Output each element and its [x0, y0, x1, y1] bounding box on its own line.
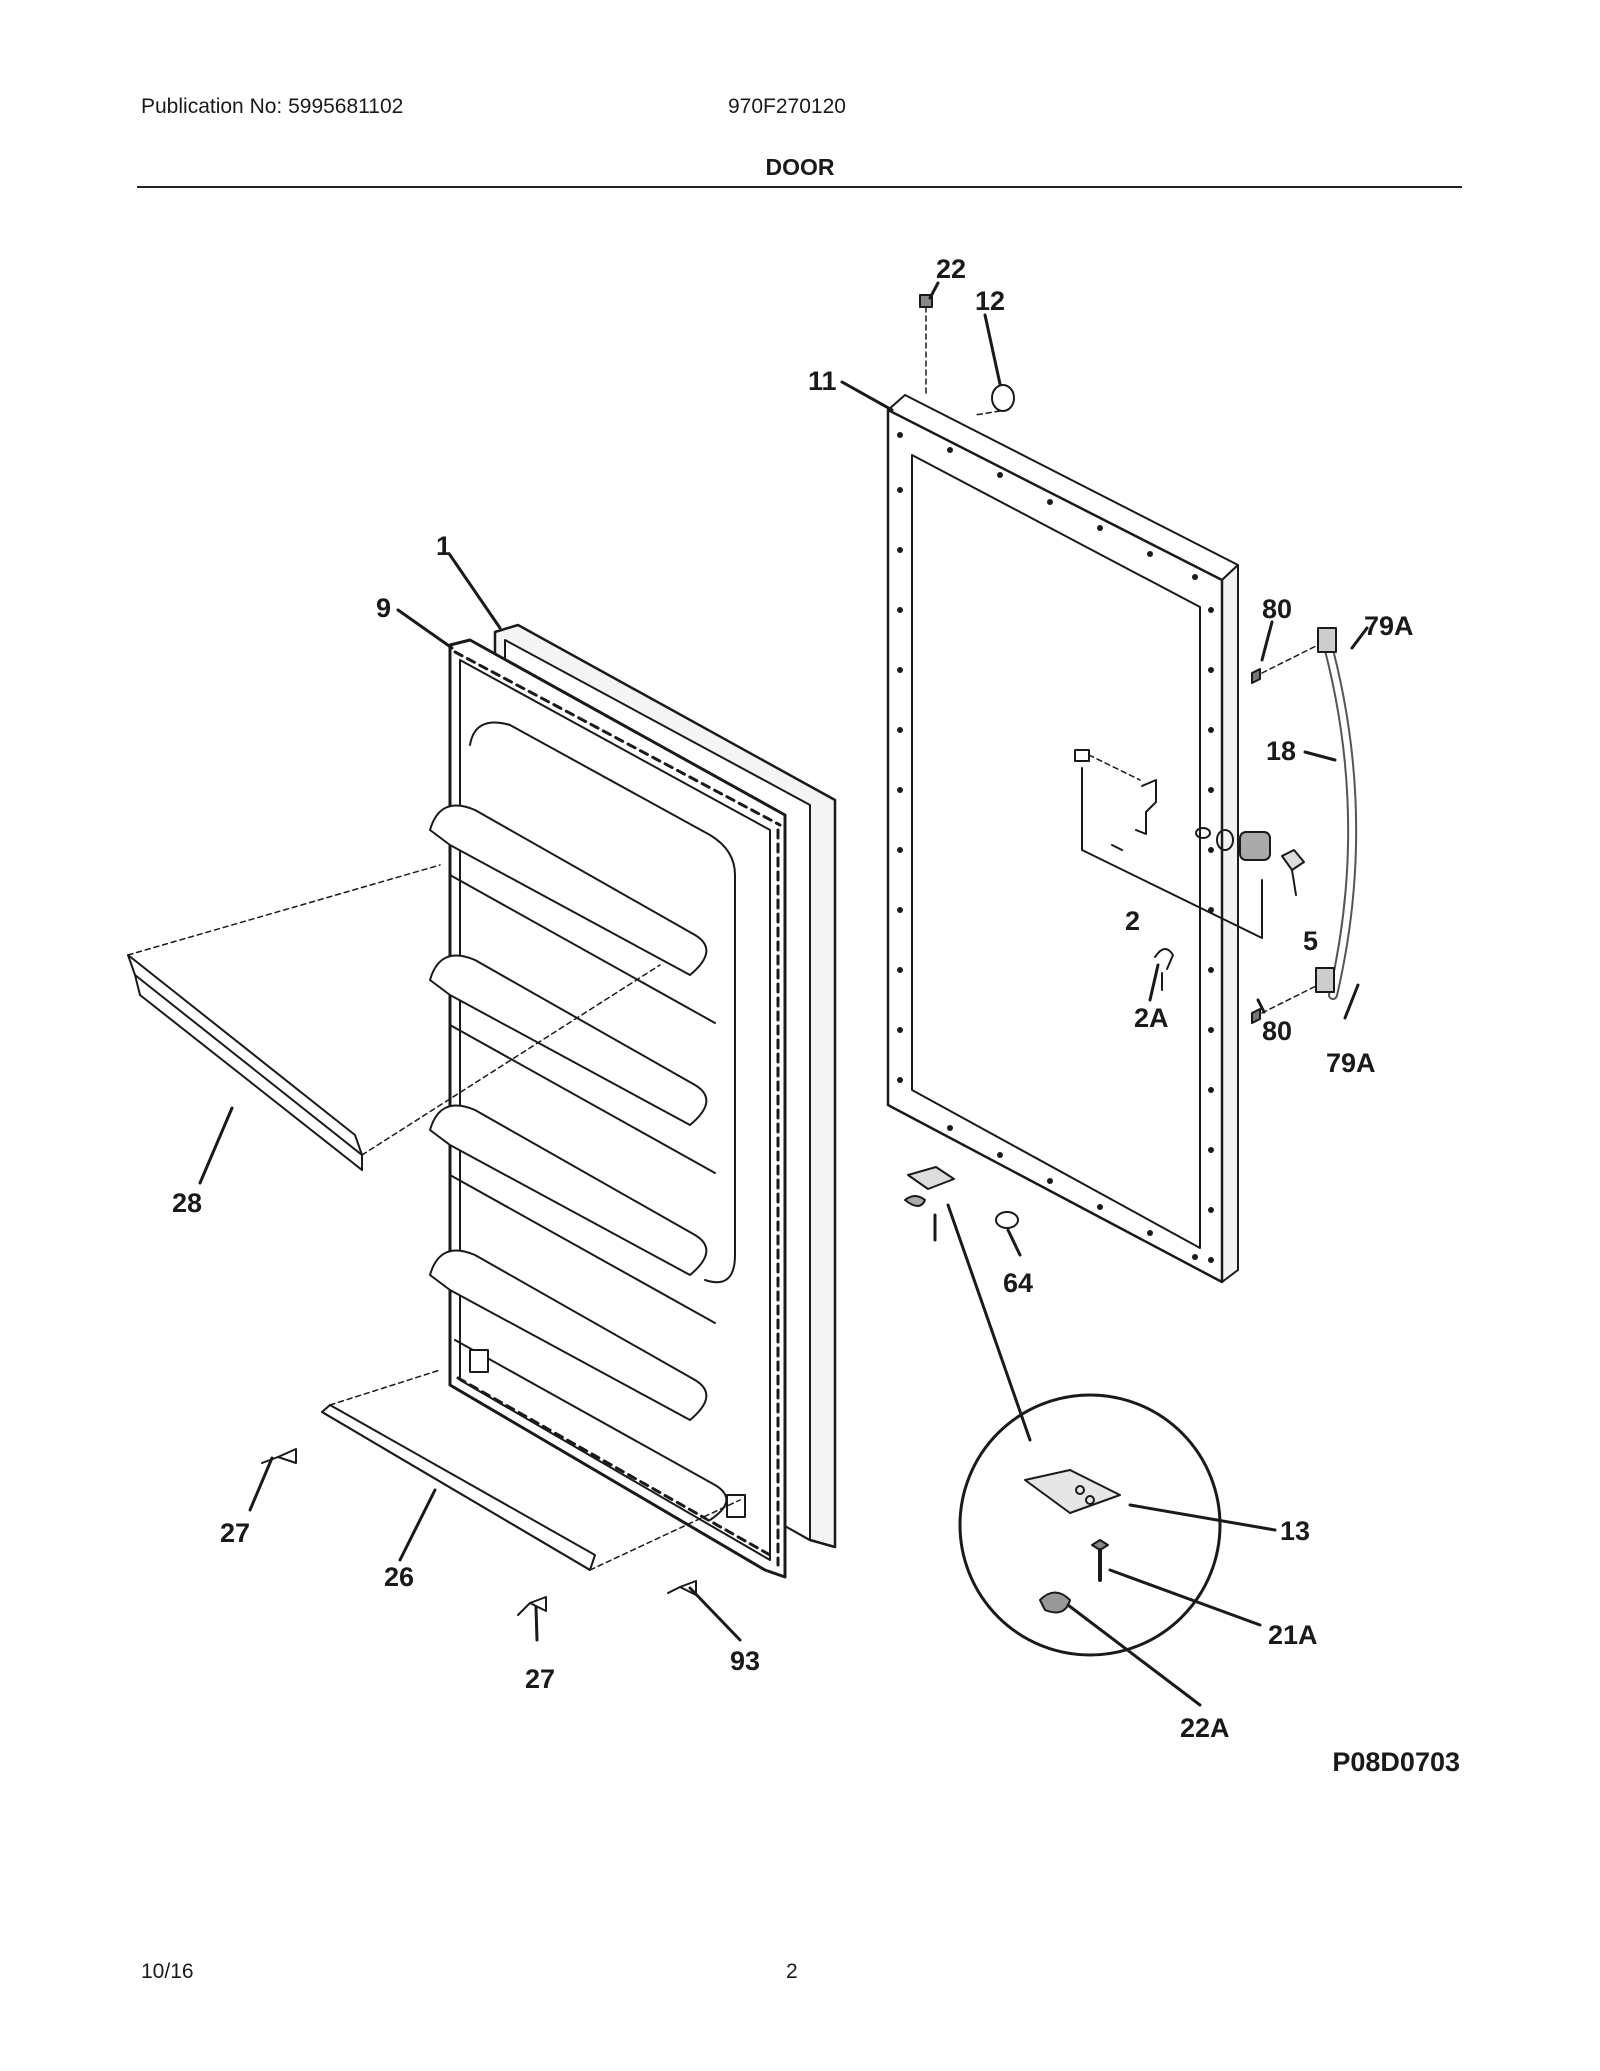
outer-door-panel [886, 394, 1239, 1284]
callout-79A-bottom: 79A [1326, 1048, 1376, 1078]
washer-12 [974, 384, 1015, 416]
leader-lines [198, 281, 1369, 1707]
footer-date: 10/16 [141, 1960, 194, 1983]
header-divider [137, 186, 1462, 188]
model-number: 970F270120 [728, 95, 846, 118]
section-title: DOOR [765, 154, 835, 180]
bottom-rail-26 [321, 1369, 741, 1571]
callout-80-top: 80 [1262, 594, 1292, 624]
callout-11: 11 [808, 366, 837, 396]
lock-assembly [1074, 749, 1305, 991]
callout-9: 9 [376, 593, 391, 623]
panel-holes [897, 432, 1214, 1263]
callout-21A: 21A [1268, 1620, 1318, 1650]
door-shelves [429, 721, 746, 1521]
callout-64: 64 [1003, 1268, 1033, 1298]
figure-code: P08D0703 [1332, 1747, 1460, 1777]
callout-27-left: 27 [220, 1518, 250, 1548]
callout-labels: 22 12 11 1 9 80 79A 18 2 5 2A 80 79A 28 … [172, 254, 1414, 1743]
page-number: 2 [786, 1960, 798, 1983]
callout-80-bottom: 80 [1262, 1016, 1292, 1046]
callout-18: 18 [1266, 736, 1296, 766]
publication-number: Publication No: 5995681102 [141, 95, 404, 118]
callout-22A: 22A [1180, 1713, 1230, 1743]
callout-12: 12 [975, 286, 1005, 316]
callout-5: 5 [1303, 926, 1318, 956]
shelf-rail-28 [127, 864, 661, 1171]
callout-1: 1 [436, 531, 451, 561]
callout-93: 93 [730, 1646, 760, 1676]
door-handle [1251, 627, 1358, 1024]
bottom-hinge-parts [904, 1166, 1019, 1242]
hinge-detail-circle [958, 1393, 1222, 1657]
callout-27-bottom: 27 [525, 1664, 555, 1694]
callout-2A: 2A [1134, 1003, 1169, 1033]
callout-13: 13 [1280, 1516, 1310, 1546]
callout-2: 2 [1125, 906, 1140, 936]
callout-22: 22 [936, 254, 966, 284]
callout-79A-top: 79A [1364, 611, 1414, 641]
top-hinge-bushing-22 [919, 294, 933, 396]
callout-26: 26 [384, 1562, 414, 1592]
callout-28: 28 [172, 1188, 202, 1218]
